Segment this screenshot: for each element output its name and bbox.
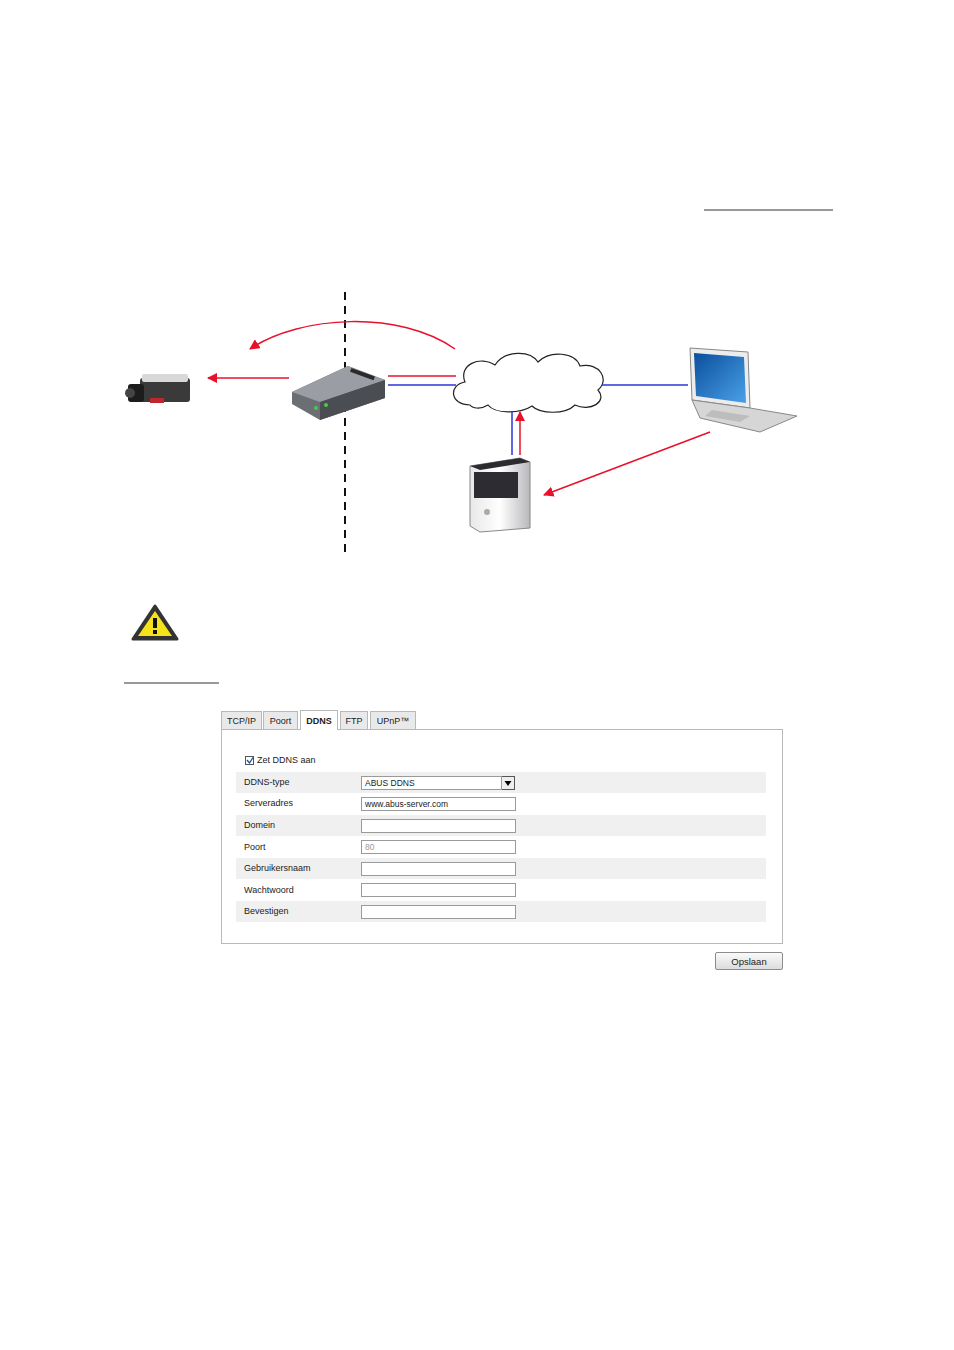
tab-active: DDNS — [300, 710, 338, 730]
router-icon — [292, 366, 385, 420]
tab: TCP/IP — [221, 711, 262, 729]
node-text: ABUS DDNS — [365, 778, 415, 788]
node-text: FTP — [346, 716, 363, 726]
node-text: Opslaan — [731, 956, 766, 967]
field-label: Poort — [244, 842, 266, 853]
node-text: www.abus-server.com — [365, 799, 448, 809]
node-text: UPnP™ — [377, 716, 410, 726]
field-label: Serveradres — [244, 798, 293, 809]
text-input: www.abus-server.com — [361, 797, 516, 811]
tab: FTP — [340, 711, 368, 729]
network-boundary — [344, 292, 346, 555]
warning-icon — [133, 606, 177, 639]
network-wire — [388, 385, 688, 455]
node-text: Poort — [270, 716, 292, 726]
field-label: DDNS-type — [244, 777, 290, 788]
text-input: 80 — [361, 840, 516, 854]
tab: UPnP™ — [370, 711, 416, 729]
select-box: ABUS DDNS — [361, 776, 502, 790]
laptop-icon — [690, 348, 797, 432]
save-button: Opslaan — [715, 952, 783, 970]
camera-icon — [125, 374, 190, 403]
field-label: Bevestigen — [244, 906, 289, 917]
field-label: Zet DDNS aan — [257, 755, 316, 766]
field-label: Wachtwoord — [244, 885, 294, 896]
internet-cloud — [454, 353, 604, 412]
underline — [704, 210, 833, 211]
field-label: Domein — [244, 820, 275, 831]
underline — [124, 683, 219, 684]
settings-panel — [222, 730, 783, 944]
server-icon — [470, 458, 530, 532]
tab: Poort — [263, 711, 298, 729]
field-label: Gebruikersnaam — [244, 863, 311, 874]
node-text: DDNS — [306, 716, 332, 726]
data-flow-arrow — [208, 322, 710, 495]
node-text: TCP/IP — [227, 716, 256, 726]
node-text: 80 — [365, 842, 374, 852]
